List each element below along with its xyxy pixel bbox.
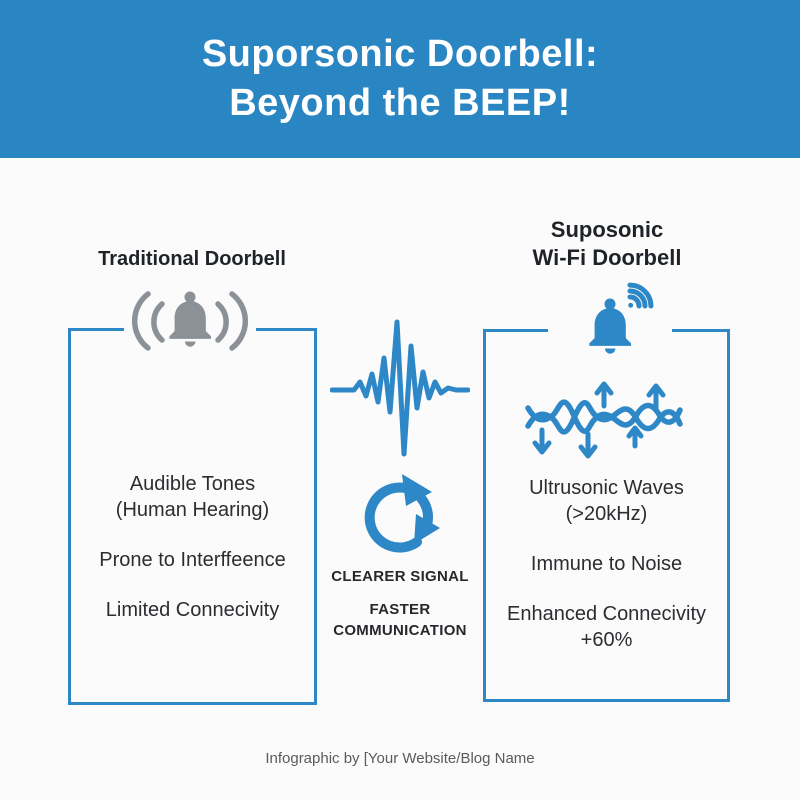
page-title-line1: Suporsonic Doorbell: — [201, 33, 599, 75]
right-column-heading-line2: Wi-Fi Doorbell — [532, 245, 682, 270]
feature-line: Ultrusonic Waves — [529, 477, 684, 499]
footer-credit: Infographic by [Your Website/Blog Name — [265, 750, 535, 767]
header-banner: Suporsonic Doorbell: Beyond the BEEP! — [0, 0, 800, 158]
page-title: Suporsonic Doorbell: Beyond the BEEP! — [202, 30, 598, 128]
feature-limited-connectivity: Limited Connecivity — [71, 597, 314, 623]
right-column-heading: Suposonic Wi-Fi Doorbell — [482, 216, 732, 272]
page-title-line2: Beyond the BEEP! — [229, 82, 571, 124]
bell-ringing-icon — [124, 286, 256, 360]
feature-line: +60% — [580, 629, 633, 651]
caption-line: COMMUNICATION — [333, 622, 467, 639]
center-captions: CLEARER SIGNAL FASTER COMMUNICATION — [315, 568, 485, 641]
feature-line: (Human Hearing) — [115, 499, 270, 521]
caption-faster-communication: FASTER COMMUNICATION — [315, 599, 485, 641]
wifi-doorbell-box: Ultrusonic Waves (>20kHz) Immune to Nois… — [483, 329, 730, 702]
feature-enhanced-connectivity: Enhanced Connecivity +60% — [486, 601, 727, 653]
feature-line: (>20kHz) — [565, 503, 648, 525]
feature-line: Immune to Noise — [530, 553, 683, 575]
feature-line: Enhanced Connecivity — [506, 603, 706, 625]
left-column-heading: Traditional Doorbell — [98, 248, 286, 270]
wifi-features-list: Ultrusonic Waves (>20kHz) Immune to Nois… — [486, 475, 727, 677]
bell-wifi-icon — [548, 280, 672, 364]
feature-line: Limited Connecivity — [105, 599, 280, 621]
right-column-heading-line1: Suposonic — [550, 217, 664, 242]
ultrasonic-waves-icon — [522, 376, 692, 468]
signal-waveform-icon — [329, 318, 471, 458]
caption-line: FASTER — [369, 601, 431, 618]
caption-clearer-signal: CLEARER SIGNAL — [331, 568, 469, 585]
feature-line: Prone to Interffeence — [99, 549, 286, 571]
refresh-cycle-icon — [358, 468, 448, 563]
feature-line: Audible Tones — [129, 473, 256, 495]
traditional-features-list: Audible Tones (Human Hearing) Prone to I… — [71, 471, 314, 647]
feature-interference: Prone to Interffeence — [71, 547, 314, 573]
feature-audible-tones: Audible Tones (Human Hearing) — [71, 471, 314, 523]
traditional-doorbell-box: Audible Tones (Human Hearing) Prone to I… — [68, 328, 317, 705]
feature-ultrasonic-waves: Ultrusonic Waves (>20kHz) — [486, 475, 727, 527]
feature-immune-noise: Immune to Noise — [486, 551, 727, 577]
